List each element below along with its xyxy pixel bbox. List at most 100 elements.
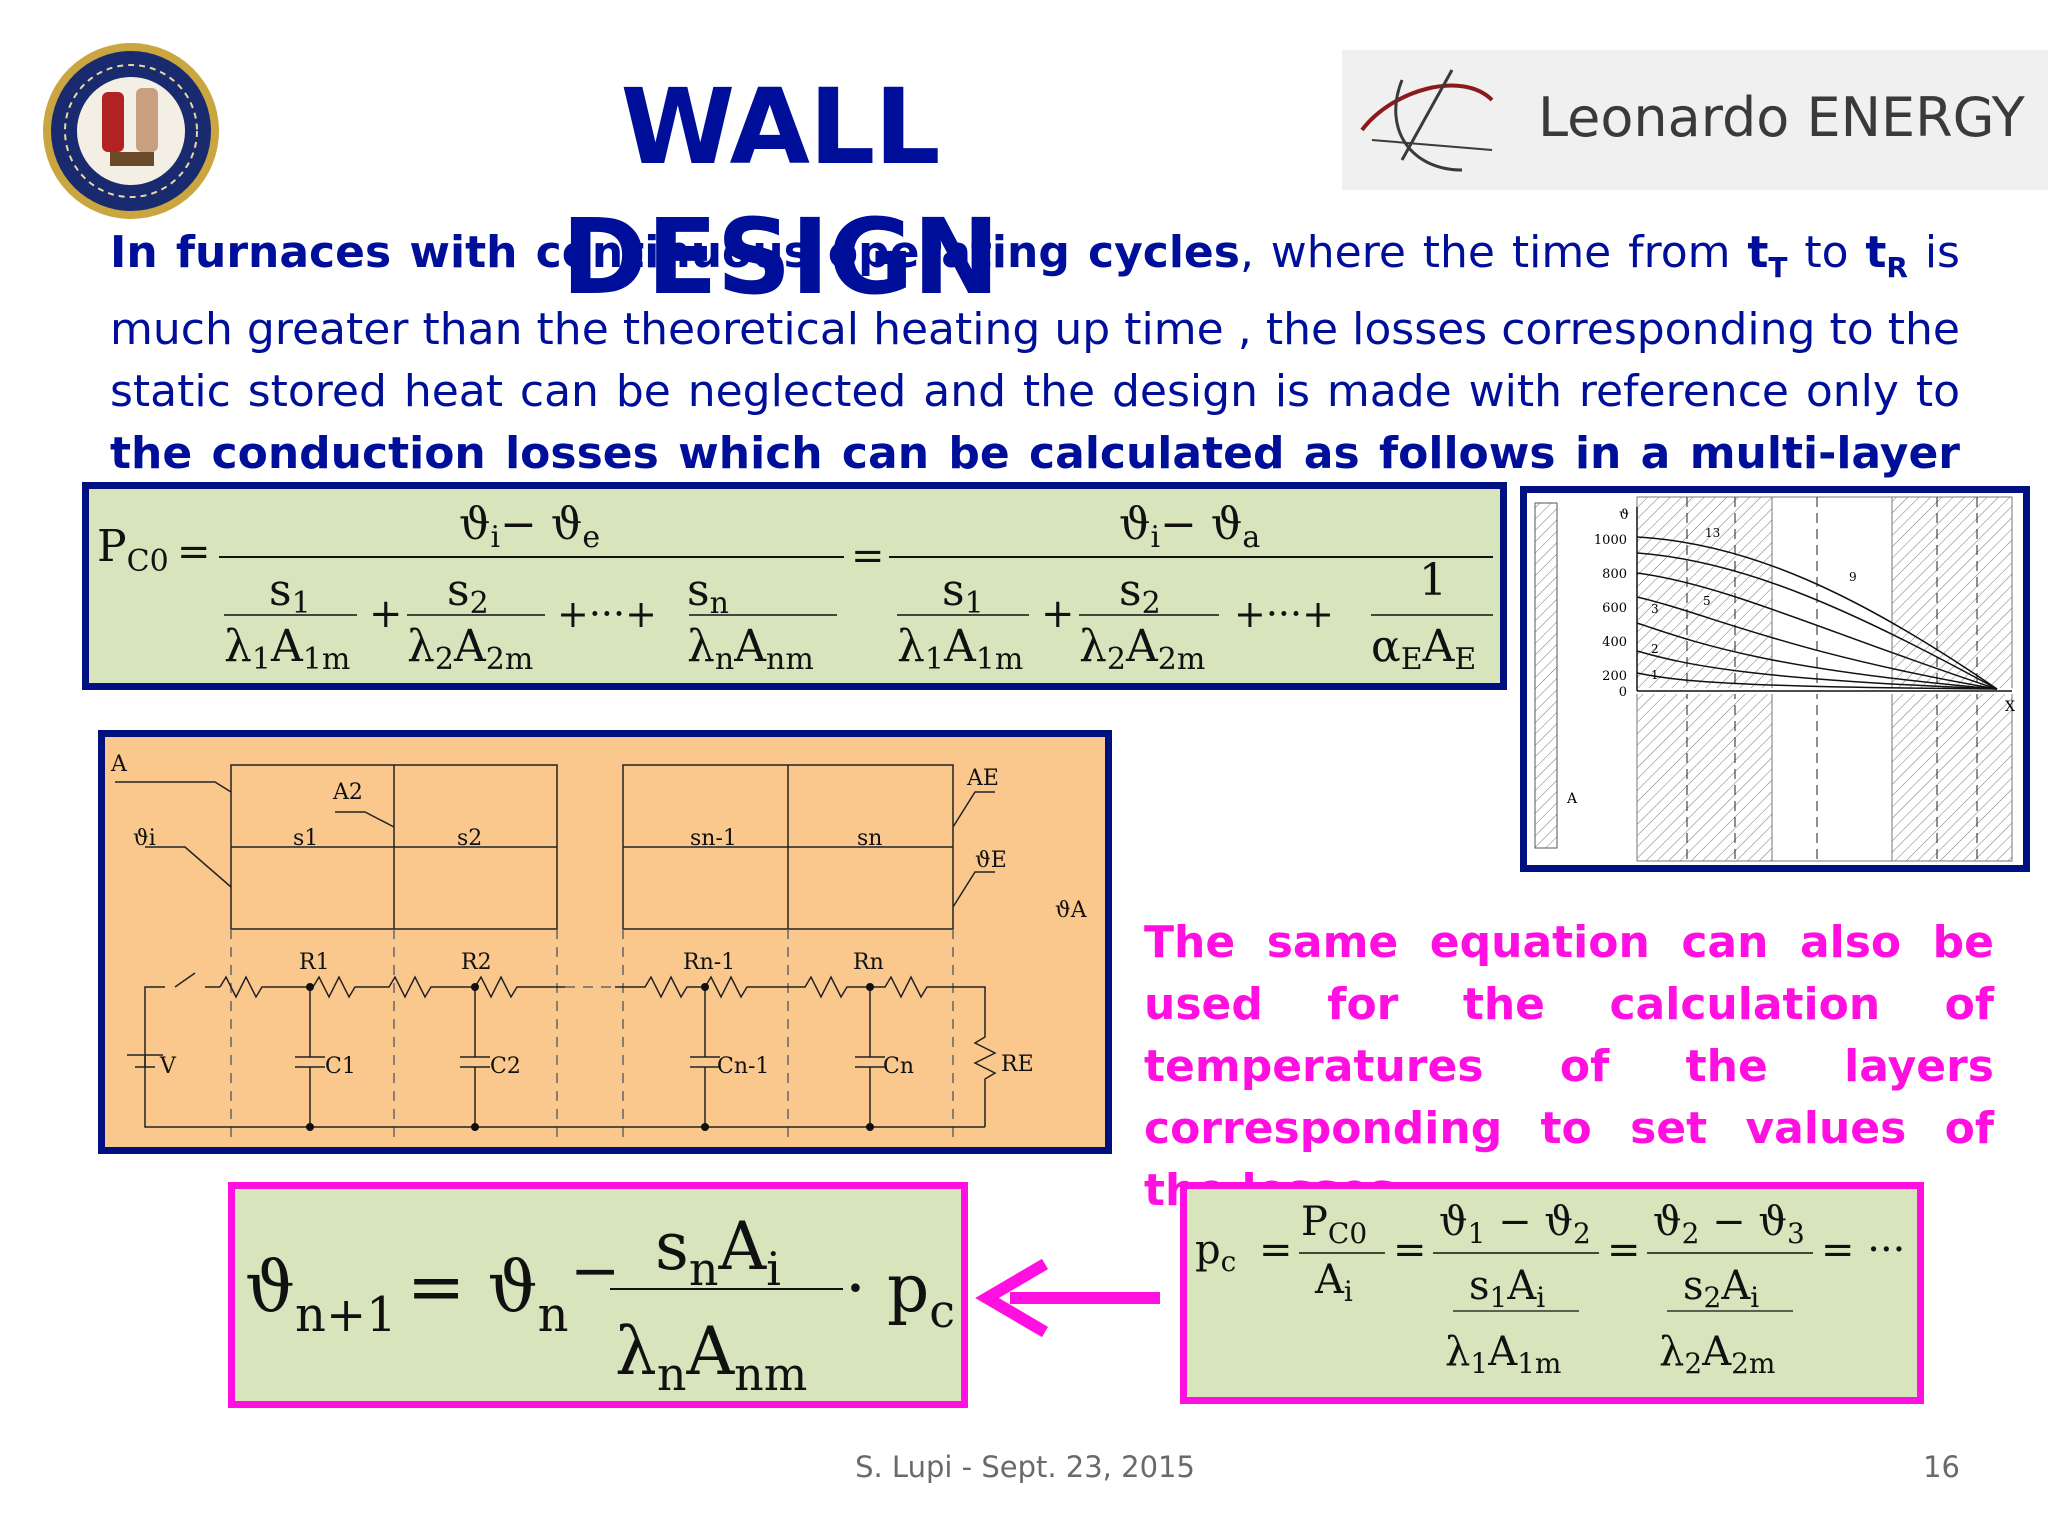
- intro-run: In: [110, 227, 176, 278]
- eq2-tail: · pc: [845, 1250, 955, 1338]
- eq3-l1A: λ1A1m: [1445, 1329, 1561, 1380]
- wall-label: A: [1566, 791, 1578, 807]
- temperature-recursion-equation: ϑn+1= ϑn − snAi λnAnm · pc: [245, 1208, 955, 1401]
- eq-lambda2: λ2A2m: [1079, 621, 1205, 677]
- curve-label: 2: [1651, 642, 1659, 656]
- intro-bold-run: furnaces with continuous operating cycle…: [175, 227, 1240, 278]
- circuit-label: R1: [299, 950, 330, 975]
- circuit-label: Cn-1: [717, 1054, 769, 1079]
- layer-2: [1771, 496, 1893, 862]
- circuit-label: s2: [457, 826, 482, 851]
- eq3-pc: pc: [1195, 1227, 1236, 1278]
- circuit-label: AE: [966, 766, 999, 791]
- eq2-numerator: snAi: [655, 1208, 781, 1296]
- circuit-label: C2: [490, 1054, 521, 1079]
- y-tick-label: 800: [1602, 567, 1627, 582]
- circuit-label: A2: [332, 780, 363, 805]
- eq3-num1: ϑ1 − ϑ2: [1439, 1199, 1591, 1250]
- eq-plus-dots: +···+: [1234, 592, 1334, 636]
- eq3-equals: =: [1393, 1227, 1427, 1273]
- y-tick-label: 400: [1602, 635, 1627, 650]
- leader-line: [952, 791, 995, 828]
- y-tick-label: 600: [1602, 601, 1627, 616]
- leader-line: [145, 846, 232, 888]
- eq-lambda2: λ2A2m: [407, 621, 533, 677]
- eq-s1: s1: [942, 565, 984, 621]
- eq-lhs: PC0: [97, 521, 169, 579]
- capacitor-cn1: [690, 987, 720, 1127]
- temperature-recursion-box: ϑn+1= ϑn − snAi λnAnm · pc: [228, 1182, 968, 1408]
- y-tick-label: 1000: [1594, 533, 1627, 548]
- intro-paragraph: In furnaces with continuous operating cy…: [110, 222, 1960, 547]
- capacitor-c1: [295, 987, 325, 1127]
- eq-sn: sn: [687, 565, 729, 621]
- intro-run: , where the time from: [1239, 227, 1748, 278]
- eq3-equals: =: [1607, 1227, 1641, 1273]
- resistor-chain-2: [615, 975, 997, 1127]
- conduction-loss-equation: PC0 = ϑi− ϑe s1 λ1A1m + s2 λ2A2m +···+ s…: [97, 499, 1493, 677]
- curve-label: 5: [1703, 594, 1711, 608]
- eq2-minus: −: [570, 1236, 620, 1306]
- specific-loss-equation-box: pc = PC0 Ai = ϑ1 − ϑ2 s1Ai λ1A1m = ϑ2 − …: [1180, 1182, 1924, 1404]
- switch-wire: [144, 972, 220, 1067]
- y-tick-label: 0: [1619, 685, 1627, 700]
- eq-one: 1: [1419, 555, 1447, 606]
- temperature-curve: [1636, 672, 1998, 690]
- eq3-P: PC0: [1301, 1199, 1367, 1250]
- temperature-curve: [1636, 552, 1998, 690]
- leader-line: [952, 871, 995, 908]
- eq-numerator: ϑi− ϑe: [459, 499, 600, 555]
- curve-label: 3: [1651, 602, 1659, 616]
- temperature-curve: [1636, 536, 1998, 690]
- intro-run: is much greater than the theoretical hea…: [110, 227, 1960, 417]
- eq3-s2A: s2Ai: [1683, 1263, 1759, 1314]
- leonardo-logo-icon: [1360, 69, 1494, 172]
- curve-label: 9: [1849, 570, 1857, 584]
- circuit-label: Rn-1: [683, 950, 735, 975]
- eq-numerator-right: ϑi− ϑa: [1119, 499, 1260, 555]
- circuit-label: ϑE: [975, 848, 1007, 873]
- capacitor-c2: [460, 987, 490, 1127]
- eq2-denominator: λnAnm: [615, 1313, 807, 1401]
- curves: [1636, 536, 1998, 690]
- circuit-label: Cn: [883, 1054, 914, 1079]
- circuit-label: V: [159, 1054, 177, 1079]
- page-number: 16: [1923, 1450, 1960, 1484]
- temperature-curve: [1636, 572, 1998, 690]
- y-axis-symbol: ϑ: [1619, 507, 1629, 523]
- circuit-label: RE: [1001, 1052, 1034, 1077]
- circuit-label: Rn: [853, 950, 884, 975]
- eq-equals: =: [851, 533, 885, 579]
- eq-plus-dots: +···+: [557, 592, 657, 636]
- symbol-t: t: [1865, 227, 1887, 278]
- conduction-loss-equation-box: PC0 = ϑi− ϑe s1 λ1A1m + s2 λ2A2m +···+ s…: [82, 482, 1507, 690]
- eq-plus: +: [1041, 591, 1075, 637]
- symbol-t: t: [1747, 227, 1769, 278]
- circuit-label: sn-1: [690, 826, 737, 851]
- specific-loss-equation: pc = PC0 Ai = ϑ1 − ϑ2 s1Ai λ1A1m = ϑ2 − …: [1195, 1199, 1905, 1380]
- temperature-curve: [1636, 650, 1998, 690]
- curve-label: 13: [1705, 526, 1720, 540]
- circuit-label: s1: [293, 826, 318, 851]
- circuit-label: C1: [325, 1054, 356, 1079]
- capacitor-cn: [855, 987, 885, 1127]
- label-ai-a1: A: [110, 752, 128, 777]
- eq-s2: s2: [447, 565, 489, 621]
- circuit-label: ϑi: [133, 826, 156, 851]
- eq3-Ai: Ai: [1314, 1257, 1353, 1308]
- circuit-label: ϑA: [1055, 898, 1088, 923]
- left-arrow-icon: [975, 1258, 1160, 1338]
- eq-s2: s2: [1119, 565, 1161, 621]
- eq-lambda1: λ1A1m: [897, 621, 1023, 677]
- symbol-sub: R: [1886, 250, 1908, 284]
- leader-line: [115, 781, 232, 793]
- intro-run: to: [1787, 227, 1866, 278]
- curve-label: 1: [1651, 668, 1659, 682]
- page-title: WALL DESIGN: [561, 66, 999, 318]
- symbol-sub: T: [1768, 250, 1788, 284]
